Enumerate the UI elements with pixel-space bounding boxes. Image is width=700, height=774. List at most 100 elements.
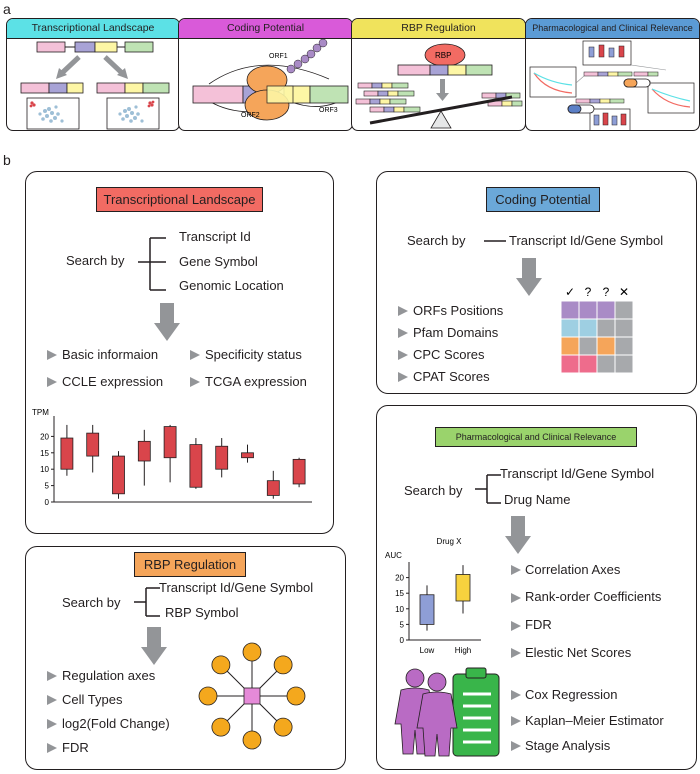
feature-fdr: FDR [525,617,552,632]
network-node [273,717,293,737]
feature-log2-fold-change: log2(Fold Change) [62,716,170,731]
grid-header: ✕ [619,285,629,299]
box [266,480,280,496]
box [60,437,74,470]
search-bracket [134,587,160,617]
option-gene-symbol: Gene Symbol [179,254,258,269]
feature-elastic-net: Elestic Net Scores [525,645,632,660]
y-axis-label: AUC [385,551,402,560]
card-title: Transcriptional Landscape [7,19,179,39]
bullet-triangle-icon [47,719,57,729]
grid-cell [596,318,616,338]
grid-cell [614,300,634,320]
bullet-triangle-icon [511,741,521,751]
search-by-label: Search by [62,595,121,610]
rbp-label: RBP [435,51,451,60]
network-node [198,686,218,706]
search-by-label: Search by [407,233,466,248]
feature-correlation-axes: Correlation Axes [525,562,621,577]
grid-cell [596,354,616,374]
network-node [242,642,262,662]
orf3-label: ORF3 [319,107,338,114]
feature-ccle-expression: CCLE expression [62,374,164,389]
coding-potential-title: Coding Potential [486,187,600,212]
feature-pfam-domains: Pfam Domains [413,325,499,340]
bullet-triangle-icon [398,306,408,316]
panel-b-letter: b [3,152,11,168]
y-tick-label: 20 [40,432,49,441]
grid-cell [578,336,598,356]
x-tick-label: High [455,646,471,655]
rbp-illustration: RBP [355,43,523,129]
y-tick-label: 20 [395,574,404,583]
bullet-triangle-icon [398,350,408,360]
bullet-triangle-icon [190,350,200,360]
card-rbp-regulation: RBP Regulation RBP [351,18,526,131]
grid-cell [560,336,580,356]
box [241,452,254,459]
feature-stage-analysis: Stage Analysis [525,738,611,753]
grid-cell [560,300,580,320]
network-center-node [243,687,261,705]
bullet-triangle-icon [47,350,57,360]
card-title: Coding Potential [179,19,352,39]
box [455,574,471,602]
grid-cell [596,336,616,356]
bullet-triangle-icon [511,565,521,575]
transcriptional-landscape-panel: Transcriptional Landscape Search by Tran… [25,171,334,534]
search-by-label: Search by [404,483,463,498]
box [86,432,100,457]
grid-cell [596,300,616,320]
pharmacological-panel: Pharmacological and Clinical Relevance S… [376,405,697,770]
search-bracket [475,474,501,504]
feature-fdr: FDR [62,740,89,755]
feature-regulation-axes: Regulation axes [62,668,156,683]
y-tick-label: 15 [395,589,404,598]
bullet-triangle-icon [190,377,200,387]
option-transcript-id: Transcript Id [179,229,251,244]
feature-cpat-scores: CPAT Scores [413,369,490,384]
grid-cell [614,336,634,356]
rbp-network-diagram [198,642,306,750]
network-node [286,686,306,706]
option-genomic-location: Genomic Location [179,278,284,293]
grid-cell [560,318,580,338]
feature-kaplan-meier: Kaplan–Meier Estimator [525,713,664,728]
bullet-triangle-icon [511,690,521,700]
down-arrow-icon [516,258,542,296]
option-transcript-gene: Transcript Id/Gene Symbol [159,580,314,595]
card-title: Pharmacological and Clinical Relevance [526,19,699,39]
search-bracket [138,237,166,291]
bullet-triangle-icon [47,695,57,705]
network-node [211,655,231,675]
orf1-label: ORF1 [269,53,288,60]
y-tick-label: 10 [395,605,404,614]
down-arrow-icon [141,627,167,665]
chart-title: Drug X [437,537,463,546]
coding-score-grid: ✓??✕ [560,285,634,374]
option-drug-name: Drug Name [504,492,571,507]
search-by-label: Search by [66,253,125,268]
grid-cell [614,354,634,374]
bullet-triangle-icon [47,377,57,387]
y-tick-label: 0 [45,498,50,507]
pharmacological-title: Pharmacological and Clinical Relevance [435,427,637,447]
box [215,445,229,470]
feature-orfs-positions: ORFs Positions [413,303,504,318]
box [189,444,203,488]
option-transcript-gene: Transcript Id/Gene Symbol [500,466,655,481]
orf2-label: ORF2 [241,112,260,119]
card-title: RBP Regulation [352,19,525,39]
box [163,426,177,459]
card-coding-potential: Coding Potential ORF1 ORF2 ORF3 [178,18,353,131]
x-tick-label: Low [420,646,435,655]
bullet-triangle-icon [511,716,521,726]
bullet-triangle-icon [511,621,521,631]
grid-header: ✓ [565,285,575,299]
card-transcriptional-landscape: Transcriptional Landscape [6,18,180,131]
bullet-triangle-icon [47,743,57,753]
grid-cell [578,318,598,338]
feature-cpc-scores: CPC Scores [413,347,485,362]
